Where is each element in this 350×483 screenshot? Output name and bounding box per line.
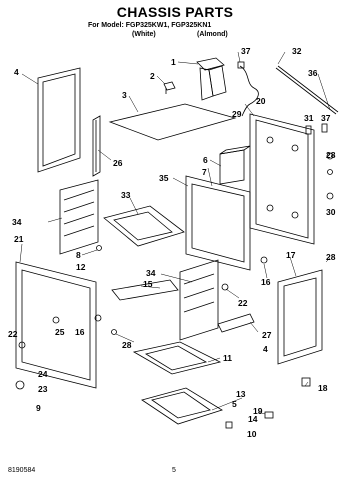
side-strip-part [92, 115, 101, 177]
callout-22b: 22 [238, 298, 248, 308]
callout-34a: 34 [12, 217, 22, 227]
callout-33: 33 [121, 190, 131, 200]
callout-37a: 37 [241, 46, 251, 56]
callout-31: 31 [304, 113, 314, 123]
callout-11: 11 [223, 353, 232, 363]
oven-panel-part [185, 175, 251, 271]
door-panel-part [277, 269, 323, 365]
callout-12: 12 [76, 262, 86, 272]
side-rack-upper-part [59, 179, 99, 255]
callout-10: 10 [247, 429, 257, 439]
callout-34b: 34 [146, 268, 156, 278]
callout-18: 18 [318, 383, 328, 393]
callout-2: 2 [150, 71, 155, 81]
document-number: 8190584 [8, 467, 36, 474]
callout-30: 30 [326, 207, 336, 217]
bracket-part [196, 57, 227, 101]
page-number: 5 [172, 467, 176, 474]
model-line: For Model: FGP325KW1, FGP325KN1 [88, 22, 212, 29]
callout-17: 17 [286, 250, 296, 260]
variant-almond: (Almond) [197, 31, 228, 38]
leader-lines [19, 51, 331, 415]
callout-9: 9 [36, 403, 41, 413]
callout-4a: 4 [14, 67, 19, 77]
callout-28a: 28 [326, 150, 336, 160]
callout-3: 3 [122, 90, 127, 100]
small-parts [15, 245, 311, 429]
screws-part [305, 123, 334, 200]
burner-rail-part [111, 279, 179, 301]
variant-white: (White) [132, 31, 156, 38]
callout-25: 25 [55, 327, 65, 337]
callout-15: 15 [143, 279, 153, 289]
strip-part [217, 313, 255, 333]
callout-16b: 16 [75, 327, 85, 337]
callout-labels: 1 2 3 4 4 5 6 7 8 9 10 11 12 13 14 15 16… [8, 46, 336, 439]
callout-13: 13 [236, 389, 246, 399]
callout-4b: 4 [263, 344, 268, 354]
callout-24: 24 [38, 369, 48, 379]
callout-32: 32 [292, 46, 302, 56]
callout-14: 14 [248, 414, 258, 424]
callout-23: 23 [38, 384, 48, 394]
callout-26: 26 [113, 158, 123, 168]
callout-6: 6 [203, 155, 208, 165]
bottom-tray-part [141, 387, 223, 425]
back-panel-part [249, 113, 315, 245]
callout-1: 1 [171, 57, 176, 67]
drawer-pan-part [132, 341, 222, 375]
callout-28b: 28 [326, 252, 336, 262]
callout-21: 21 [14, 234, 24, 244]
callout-35: 35 [159, 173, 169, 183]
callout-5: 5 [232, 399, 237, 409]
callout-36: 36 [308, 68, 318, 78]
clip-part [163, 81, 176, 94]
door-frame-part [37, 67, 81, 173]
callout-16a: 16 [261, 277, 271, 287]
side-rack-lower-part [179, 259, 219, 341]
callout-19: 19 [253, 406, 263, 416]
callout-28c: 28 [122, 340, 132, 350]
callout-37b: 37 [321, 113, 331, 123]
oven-front-part [15, 261, 97, 389]
callout-27: 27 [262, 330, 272, 340]
callout-20: 20 [256, 96, 266, 106]
callout-29: 29 [232, 109, 242, 119]
wire-harness-part [237, 61, 259, 117]
callout-7: 7 [202, 167, 207, 177]
heat-shield-part [108, 103, 237, 141]
callout-22a: 22 [8, 329, 18, 339]
broil-pan-part [103, 205, 185, 247]
page-title: CHASSIS PARTS [116, 4, 234, 20]
callout-8: 8 [76, 250, 81, 260]
box-part [219, 145, 251, 185]
